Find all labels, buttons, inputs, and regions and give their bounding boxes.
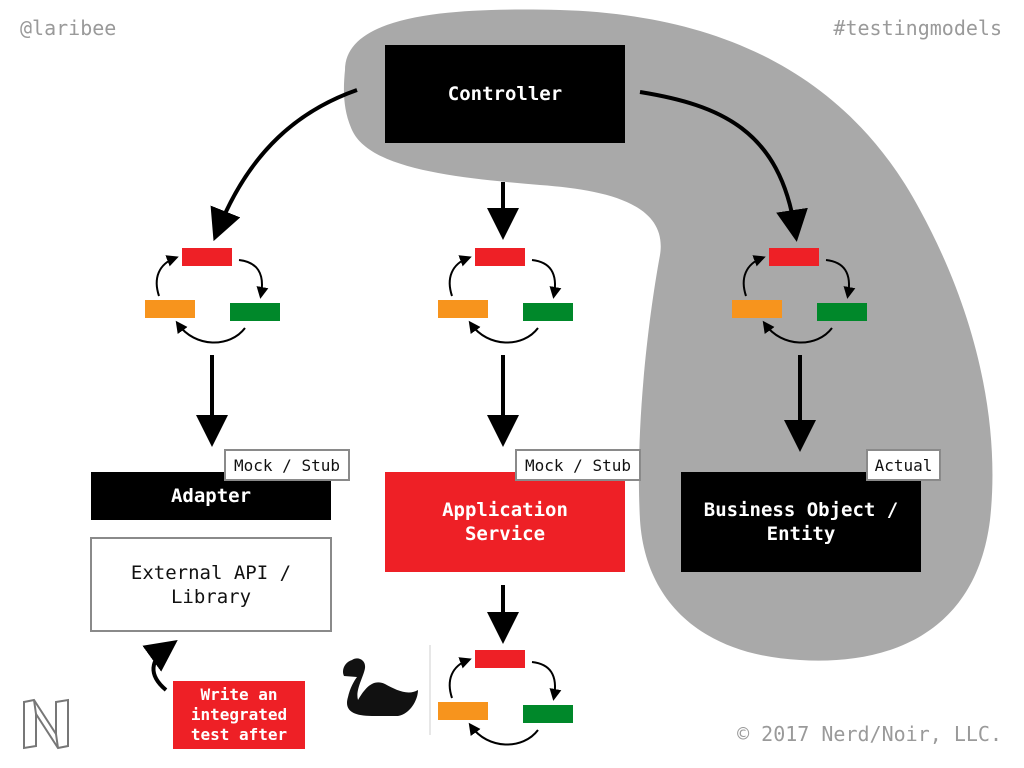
black-swan-icon xyxy=(342,658,418,716)
author-handle: @laribee xyxy=(20,16,117,40)
cycle-green-bar xyxy=(523,705,573,723)
note-line2: integrated xyxy=(190,705,288,724)
app-service-label-line2: Service xyxy=(464,523,546,545)
controller-label: Controller xyxy=(447,83,563,105)
cycle-red-bar xyxy=(182,248,232,266)
copyright: © 2017 Nerd/Noir, LLC. xyxy=(737,722,1002,746)
external-api-box: External API / Library xyxy=(90,537,332,632)
arrow-note-to-external-api xyxy=(142,639,178,692)
note-line3: test after xyxy=(190,725,288,744)
cycle-red-bar xyxy=(769,248,819,266)
cycle-orange-bar xyxy=(145,300,195,318)
app-service-tag-label: Mock / Stub xyxy=(525,455,631,475)
app-service-label-line1: Application xyxy=(442,499,568,521)
cycle-green-bar xyxy=(523,303,573,321)
arrow-controller-to-left-cycle xyxy=(210,88,358,242)
integrated-test-note: Write an integrated test after xyxy=(173,681,305,749)
tdd-cycle-left xyxy=(145,248,280,344)
business-label-line2: Entity xyxy=(766,523,836,545)
note-line1: Write an xyxy=(200,685,278,704)
cycle-orange-bar xyxy=(732,300,782,318)
controller-box: Controller xyxy=(385,45,625,143)
application-service-box: Application Service xyxy=(385,472,625,572)
tdd-cycle-bottom xyxy=(438,650,573,746)
cycle-red-bar xyxy=(475,248,525,266)
adapter-label: Adapter xyxy=(170,485,252,507)
app-service-mock-stub-tag: Mock / Stub xyxy=(515,449,641,481)
business-object-box: Business Object / Entity xyxy=(681,472,921,572)
tdd-cycle-middle xyxy=(438,248,573,344)
hashtag: #testingmodels xyxy=(833,16,1002,40)
external-api-label-line1: External API / xyxy=(130,561,292,584)
tdd-cycle-right xyxy=(732,248,867,344)
adapter-tag-label: Mock / Stub xyxy=(234,455,340,475)
external-api-label-line2: Library xyxy=(170,585,252,608)
nerd-noir-logo-icon xyxy=(23,698,69,750)
business-label-line1: Business Object / xyxy=(703,499,899,521)
business-tag-label: Actual xyxy=(874,455,933,475)
adapter-mock-stub-tag: Mock / Stub xyxy=(224,449,350,481)
cycle-orange-bar xyxy=(438,702,488,720)
cycle-red-bar xyxy=(475,650,525,668)
cycle-orange-bar xyxy=(438,300,488,318)
arrow-controller-to-right-cycle xyxy=(639,90,808,242)
cycle-green-bar xyxy=(230,303,280,321)
cycle-green-bar xyxy=(817,303,867,321)
business-actual-tag: Actual xyxy=(866,449,941,481)
